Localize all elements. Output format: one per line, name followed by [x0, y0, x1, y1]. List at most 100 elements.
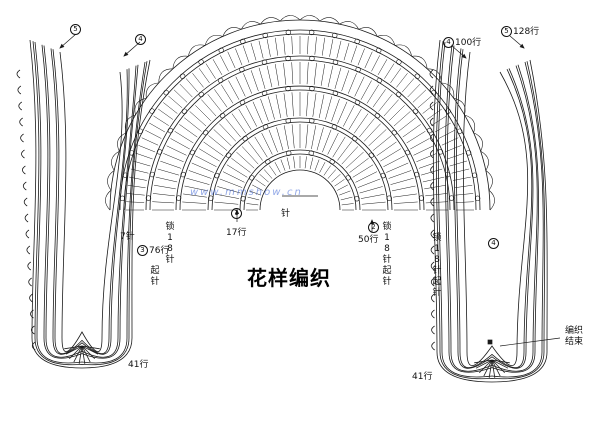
panel-end-spoke [81, 345, 99, 355]
edge-scallop [241, 21, 261, 30]
circled-1-label: 1 [231, 208, 243, 219]
stitch-spoke [406, 131, 426, 144]
stitch-spoke [293, 156, 296, 169]
stitch-spoke [453, 176, 471, 181]
panel-end-spoke [491, 359, 506, 374]
needle-center-label: 针 [281, 209, 291, 219]
stitch-spoke [141, 137, 159, 146]
fan-motif [285, 29, 292, 36]
stitch-spoke [173, 89, 188, 103]
stitch-spoke [291, 36, 293, 55]
panel-end-spoke [491, 359, 501, 377]
panel-picot [429, 69, 434, 79]
stitch-spoke [145, 130, 162, 139]
panel-outline [432, 39, 548, 383]
fan-motif [309, 55, 315, 62]
stitch-spoke [337, 184, 348, 191]
fan-motif [418, 195, 425, 201]
panel-end-spoke [491, 359, 510, 364]
fan-motif [198, 91, 204, 98]
fan-motif [285, 118, 291, 124]
stitch-spoke [314, 36, 317, 55]
stitch-spoke [247, 141, 263, 161]
yoke-arc-line [119, 29, 481, 211]
chain-18-right-label: 锁18针起针 [432, 233, 442, 298]
panel-picot [21, 149, 25, 159]
stitch-spoke [327, 132, 339, 155]
stitch-spoke [130, 168, 149, 174]
stitch-spoke [360, 80, 372, 100]
fan-motif [239, 66, 245, 73]
fan-motif [332, 59, 339, 65]
stitch-spoke [354, 113, 369, 134]
finish-pointer [499, 337, 561, 347]
stitch-spoke [371, 55, 380, 72]
circled-4-left-label: 4 [135, 34, 147, 45]
stitch-spoke [186, 177, 210, 185]
stitch-spoke [372, 135, 392, 151]
edge-scallop [299, 15, 321, 22]
stitch-spoke [185, 78, 199, 93]
stitch-spoke [336, 40, 342, 59]
edge-scallop [358, 27, 378, 37]
stitch-spoke [352, 164, 374, 178]
stitch-spoke [241, 146, 259, 165]
cast-on-mid-label: 起针 [382, 266, 392, 287]
yoke-arc-line [243, 153, 357, 211]
panel-picot [17, 85, 22, 95]
fan-motif [225, 152, 232, 158]
fan-motif [471, 172, 478, 178]
arrow-head [59, 43, 65, 49]
panel-picot [431, 325, 435, 335]
stitch-spoke [286, 157, 291, 170]
fan-motif [308, 150, 315, 156]
panel-picot [31, 341, 36, 351]
panel-end-spoke [81, 345, 96, 360]
fan-motif [242, 135, 248, 142]
rows-41-left-label: 41行 [128, 360, 149, 370]
stitch-spoke [231, 157, 251, 173]
edge-scallop [473, 132, 483, 152]
stitch-spoke [341, 146, 359, 165]
finish-knitting-label: 编织结束 [564, 326, 583, 347]
stitch-spoke [214, 89, 228, 108]
stitch-spoke [372, 89, 386, 108]
stitch-spoke [205, 63, 216, 79]
stitch-spoke [441, 137, 459, 146]
edge-scallop [485, 170, 493, 191]
edge-scallop [377, 34, 396, 46]
stitch-spoke [249, 190, 261, 196]
stitch-spoke [274, 162, 281, 173]
panel-outline [455, 49, 533, 368]
stitch-spoke [388, 105, 405, 122]
panel-end-spoke [491, 359, 509, 369]
stitch-spoke [163, 153, 184, 163]
stitch-spoke [182, 201, 207, 204]
stitch-spoke [348, 109, 362, 130]
edge-scallop [339, 21, 359, 30]
stitch-spoke [235, 48, 243, 66]
stitch-spoke [424, 184, 446, 190]
stitch-spoke [306, 92, 309, 117]
stitch-spoke [283, 62, 287, 85]
fan-motif [262, 32, 268, 39]
fan-motif [331, 124, 338, 130]
fan-motif [448, 195, 455, 201]
stitch-spoke [283, 93, 288, 117]
stitch-spoke [231, 113, 246, 134]
chain-18-left-label: 锁18针 [165, 222, 175, 265]
stitch-spoke [447, 152, 465, 160]
panel-outline [446, 45, 538, 372]
fan-motif [262, 124, 269, 130]
stitch-spoke [347, 73, 357, 94]
fan-motif [354, 195, 360, 202]
panel-picot [431, 293, 435, 303]
stitch-spoke [390, 68, 402, 84]
arrow-head [519, 43, 525, 49]
edge-scallop [411, 55, 428, 69]
stitch-spoke [425, 193, 448, 197]
yoke-arc-line [149, 59, 451, 211]
edge-scallop [107, 170, 115, 191]
panel-end-spoke [81, 345, 100, 350]
